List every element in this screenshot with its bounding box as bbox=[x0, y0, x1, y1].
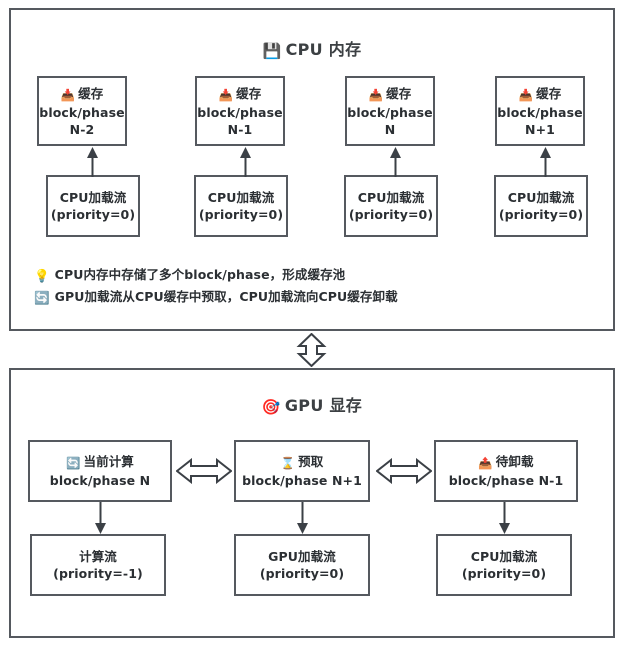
hourglass-icon: ⌛ bbox=[280, 456, 296, 470]
arrows-counterclockwise-icon: 🔄 bbox=[34, 290, 50, 305]
stream-name: CPU加载流 bbox=[357, 190, 425, 205]
cpu-load-stream-box-1[interactable]: CPU加载流 (priority=0) bbox=[46, 175, 140, 237]
arrow-current-prefetch bbox=[175, 457, 233, 485]
gpu-current-compute-box[interactable]: 🔄当前计算 block/phase N bbox=[28, 440, 172, 502]
compute-stream-box[interactable]: 计算流 (priority=-1) bbox=[30, 534, 166, 596]
arrow-up-cache-1 bbox=[86, 146, 99, 177]
inbox-tray-icon: 📥 bbox=[218, 87, 234, 102]
cpu-panel-legend: 💡 CPU内存中存储了多个block/phase，形成缓存池 🔄 GPU加载流从CP… bbox=[34, 264, 398, 308]
cache-box-line3: N-2 bbox=[69, 121, 95, 137]
arrow-down-compute-stream bbox=[94, 502, 107, 535]
stream-priority: (priority=0) bbox=[198, 207, 284, 222]
gpu-load-stream-box[interactable]: GPU加载流 (priority=0) bbox=[234, 534, 370, 596]
cache-box-header: 📥缓存 bbox=[61, 85, 104, 104]
gpu-pending-offload-box[interactable]: 📤待卸载 block/phase N-1 bbox=[434, 440, 578, 502]
cache-box-header: 📥缓存 bbox=[519, 85, 562, 104]
inbox-tray-icon: 📥 bbox=[518, 87, 534, 102]
cache-box-line2: block/phase bbox=[39, 104, 125, 120]
gpu-prefetch-box[interactable]: ⌛预取 block/phase N+1 bbox=[234, 440, 370, 502]
legend-row-prefetch-offload: 🔄 GPU加载流从CPU缓存中预取，CPU加载流向CPU缓存卸载 bbox=[34, 286, 398, 308]
cache-box-line3: N bbox=[384, 121, 396, 137]
cpu-load-stream-box-2[interactable]: CPU加载流 (priority=0) bbox=[194, 175, 288, 237]
cache-box-line2: block/phase bbox=[347, 104, 433, 120]
legend-text: GPU加载流从CPU缓存中预取，CPU加载流向CPU缓存卸载 bbox=[54, 289, 398, 304]
cache-box-label: 缓存 bbox=[536, 85, 562, 101]
floppy-disk-icon: 💾 bbox=[262, 42, 282, 60]
inbox-tray-icon: 📥 bbox=[60, 87, 76, 102]
cpu-panel-title-text: CPU 内存 bbox=[285, 40, 362, 59]
stream-name: CPU加载流 bbox=[507, 190, 575, 205]
gpu-box-line2: block/phase N+1 bbox=[242, 473, 362, 488]
gpu-cpu-load-stream-box[interactable]: CPU加载流 (priority=0) bbox=[436, 534, 572, 596]
stream-priority: (priority=0) bbox=[259, 566, 345, 581]
cache-box-header: 📥缓存 bbox=[219, 85, 262, 104]
cache-box-label: 缓存 bbox=[78, 85, 104, 101]
stream-priority: (priority=0) bbox=[348, 207, 434, 222]
cache-box-line3: N-1 bbox=[227, 121, 253, 137]
cache-box-label: 缓存 bbox=[236, 85, 262, 101]
gpu-panel-title-text: GPU 显存 bbox=[284, 396, 363, 415]
cpu-load-stream-box-4[interactable]: CPU加载流 (priority=0) bbox=[494, 175, 588, 237]
stream-priority: (priority=0) bbox=[498, 207, 584, 222]
stream-name: CPU加载流 bbox=[207, 190, 275, 205]
stream-name: CPU加载流 bbox=[470, 549, 538, 564]
arrows-counterclockwise-icon: 🔄 bbox=[66, 456, 81, 470]
cache-box-header: 📥缓存 bbox=[369, 85, 412, 104]
arrow-up-cache-2 bbox=[239, 146, 252, 177]
gpu-panel-title: 🎯GPU 显存 bbox=[11, 392, 613, 416]
arrow-down-cpu-load-stream bbox=[498, 502, 511, 535]
cache-box-n-minus-1[interactable]: 📥缓存 block/phase N-1 bbox=[195, 76, 285, 146]
arrow-prefetch-offload bbox=[375, 457, 433, 485]
stream-priority: (priority=0) bbox=[50, 207, 136, 222]
gpu-box-header: 📤待卸载 bbox=[478, 453, 533, 472]
gpu-box-label: 预取 bbox=[298, 454, 324, 469]
stream-name: CPU加载流 bbox=[59, 190, 127, 205]
arrow-down-gpu-load-stream bbox=[296, 502, 309, 535]
cpu-gpu-transfer-arrow bbox=[295, 332, 328, 368]
legend-row-cache-pool: 💡 CPU内存中存储了多个block/phase，形成缓存池 bbox=[34, 264, 398, 286]
cache-box-n[interactable]: 📥缓存 block/phase N bbox=[345, 76, 435, 146]
cache-box-line3: N+1 bbox=[525, 121, 555, 137]
gpu-box-label: 当前计算 bbox=[83, 454, 134, 469]
cache-box-n-minus-2[interactable]: 📥缓存 block/phase N-2 bbox=[37, 76, 127, 146]
gpu-box-header: ⌛预取 bbox=[281, 453, 324, 472]
gpu-box-line2: block/phase N-1 bbox=[448, 473, 564, 488]
cache-box-line2: block/phase bbox=[497, 104, 583, 120]
gpu-box-line2: block/phase N bbox=[49, 473, 151, 488]
dart-target-icon: 🎯 bbox=[261, 398, 281, 416]
stream-priority: (priority=0) bbox=[461, 566, 547, 581]
cache-box-line2: block/phase bbox=[197, 104, 283, 120]
stream-name: GPU加载流 bbox=[268, 549, 336, 564]
cpu-memory-panel: 💾CPU 内存 bbox=[9, 8, 615, 331]
arrow-up-cache-3 bbox=[389, 146, 402, 177]
legend-text: CPU内存中存储了多个block/phase，形成缓存池 bbox=[54, 267, 346, 282]
light-bulb-icon: 💡 bbox=[34, 268, 50, 283]
stream-name: 计算流 bbox=[79, 549, 117, 564]
cache-box-label: 缓存 bbox=[386, 85, 412, 101]
cpu-load-stream-box-3[interactable]: CPU加载流 (priority=0) bbox=[344, 175, 438, 237]
inbox-tray-icon: 📥 bbox=[368, 87, 384, 102]
arrow-up-cache-4 bbox=[539, 146, 552, 177]
stream-priority: (priority=-1) bbox=[53, 566, 143, 581]
outbox-tray-icon: 📤 bbox=[478, 456, 493, 470]
gpu-box-header: 🔄当前计算 bbox=[66, 453, 134, 472]
cpu-panel-title: 💾CPU 内存 bbox=[11, 36, 613, 60]
gpu-box-label: 待卸载 bbox=[495, 454, 534, 469]
cache-box-n-plus-1[interactable]: 📥缓存 block/phase N+1 bbox=[495, 76, 585, 146]
